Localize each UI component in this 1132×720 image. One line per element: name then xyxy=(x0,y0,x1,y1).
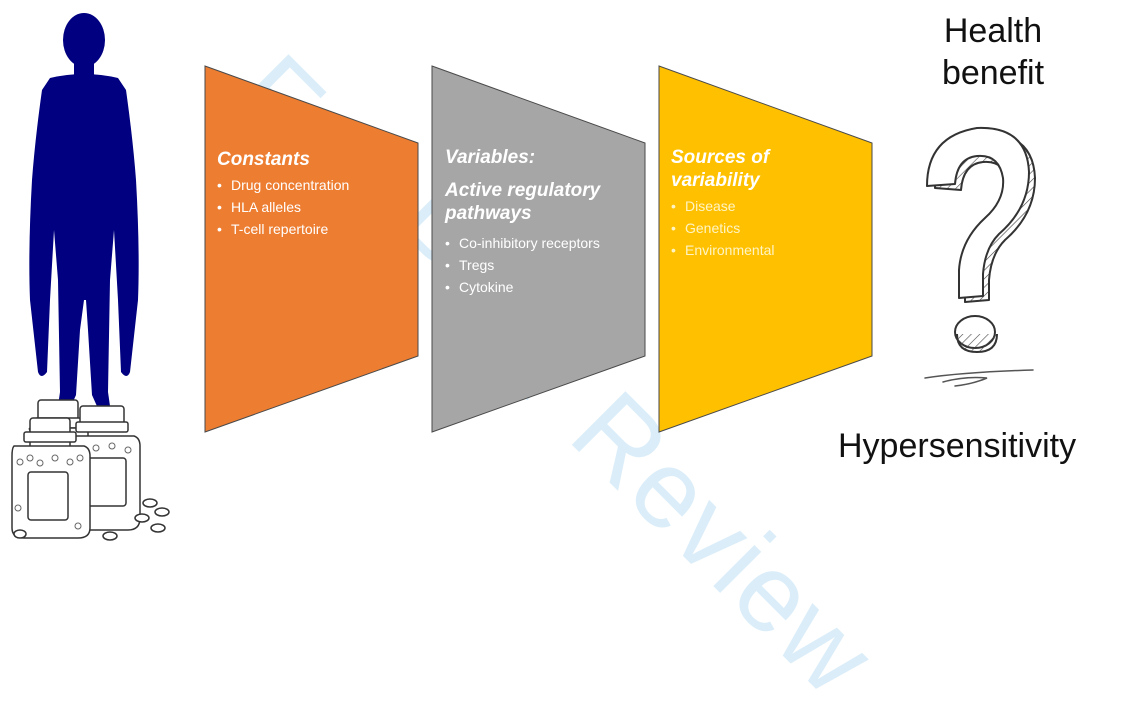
panel-variables-subheading: Active regulatory pathways xyxy=(445,180,601,224)
human-silhouette-icon xyxy=(29,13,139,422)
list-item: T-cell repertoire xyxy=(217,221,407,238)
panel-constants-shape xyxy=(204,65,419,433)
list-item: HLA alleles xyxy=(217,199,407,216)
panel-constants: Constants Drug concentration HLA alleles… xyxy=(217,148,407,243)
panel-sources-list: Disease Genetics Environmental xyxy=(671,198,821,259)
list-item: Drug concentration xyxy=(217,177,407,194)
list-item: Disease xyxy=(671,198,821,215)
list-item: Genetics xyxy=(671,220,821,237)
panel-constants-heading: Constants xyxy=(217,149,310,170)
list-item: Cytokine xyxy=(445,279,641,296)
panel-variables: Variables: Active regulatory pathways Co… xyxy=(445,146,641,301)
medicine-bottles-icon xyxy=(11,399,170,541)
outcome-health-benefit: Health benefit xyxy=(941,12,1045,92)
list-item: Co-inhibitory receptors xyxy=(445,235,641,252)
list-item: Environmental xyxy=(671,242,821,259)
panel-constants-list: Drug concentration HLA alleles T-cell re… xyxy=(217,177,407,238)
outcome-hypersensitivity: Hypersensitivity xyxy=(838,427,1077,465)
question-mark-icon xyxy=(924,126,1036,387)
panel-sources-heading: Sources of variability xyxy=(671,147,770,191)
panel-sources: Sources of variability Disease Genetics … xyxy=(671,146,821,264)
list-item: Tregs xyxy=(445,257,641,274)
panel-variables-list: Co-inhibitory receptors Tregs Cytokine xyxy=(445,235,641,296)
panel-variables-heading: Variables: xyxy=(445,147,536,168)
